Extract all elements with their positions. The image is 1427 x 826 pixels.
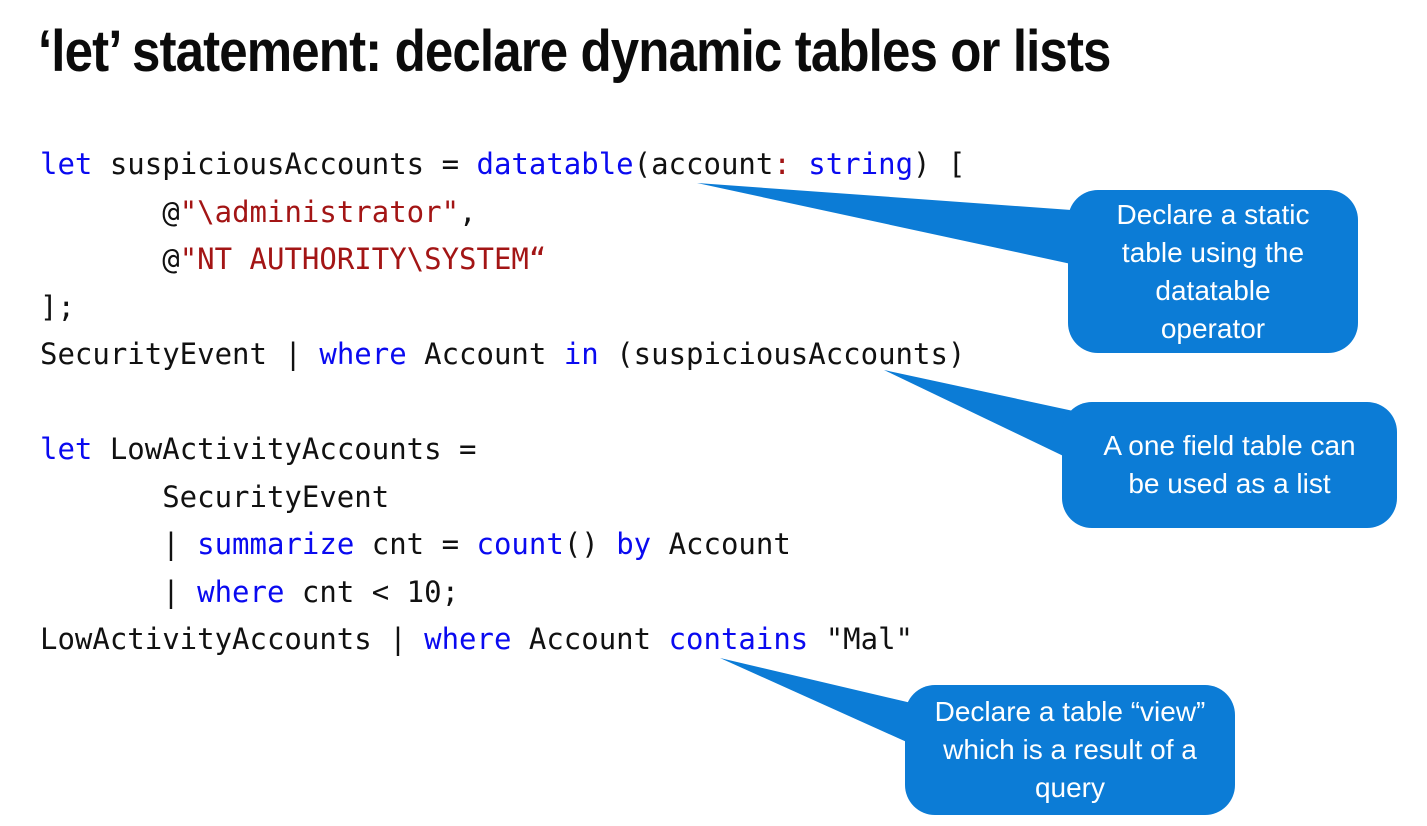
code-line: LowActivityAccounts | where Account cont… xyxy=(40,616,965,664)
code-line: | summarize cnt = count() by Account xyxy=(40,521,965,569)
code-segment: SecurityEvent | xyxy=(40,337,320,371)
slide-title: ‘let’ statement: declare dynamic tables … xyxy=(38,19,1111,84)
code-segment: @ xyxy=(40,194,180,229)
code-segment: "Mal" xyxy=(808,622,914,656)
code-segment: LowActivityAccounts | xyxy=(40,622,425,656)
code-line: let suspiciousAccounts = datatable(accou… xyxy=(40,141,965,189)
code-line: SecurityEvent xyxy=(40,474,965,522)
code-segment: | xyxy=(40,527,198,561)
code-segment: Account xyxy=(511,622,669,656)
code-segment: , xyxy=(459,194,477,229)
code-segment: "NT AUTHORITY\SYSTEM“ xyxy=(179,242,547,276)
code-segment: summarize xyxy=(197,527,355,561)
code-segment: in xyxy=(563,337,599,371)
code-segment: | xyxy=(40,574,198,609)
code-line xyxy=(40,379,965,427)
code-segment: : xyxy=(773,147,791,181)
code-segment: ]; xyxy=(40,289,75,324)
callout-list: A one field table can be used as a list xyxy=(1062,402,1397,528)
code-segment: count xyxy=(476,527,564,561)
callout-tail-view xyxy=(720,658,920,748)
callout-list-text: A one field table can be used as a list xyxy=(1103,430,1356,499)
code-block: let suspiciousAccounts = datatable(accou… xyxy=(40,141,965,664)
code-segment: where xyxy=(197,574,285,609)
code-segment: let xyxy=(40,147,93,181)
code-line: @"NT AUTHORITY\SYSTEM“ xyxy=(40,236,965,284)
code-segment: (suspiciousAccounts) xyxy=(598,337,966,371)
code-segment: (account xyxy=(633,147,774,181)
callout-view-text: Declare a table “view” which is a result… xyxy=(934,696,1206,803)
code-segment: Account xyxy=(651,527,791,561)
code-line: @"\administrator", xyxy=(40,189,965,237)
code-segment: contains xyxy=(668,622,809,656)
code-line: | where cnt < 10; xyxy=(40,569,965,617)
code-segment xyxy=(791,147,808,181)
code-segment: string xyxy=(808,147,914,181)
callout-datatable-text: Declare a static table using the datatab… xyxy=(1116,198,1310,344)
code-segment: cnt = xyxy=(354,527,477,561)
code-segment: where xyxy=(319,337,407,371)
code-segment: by xyxy=(616,527,652,561)
code-segment: suspiciousAccounts = xyxy=(92,147,477,181)
code-segment: "\administrator" xyxy=(179,194,460,229)
code-segment: ) [ xyxy=(913,147,966,181)
code-line: ]; xyxy=(40,284,965,332)
code-segment: LowActivityAccounts = xyxy=(92,432,477,466)
code-segment: @ xyxy=(40,242,180,276)
code-segment: let xyxy=(40,432,93,466)
code-segment: where xyxy=(424,622,512,656)
code-segment: () xyxy=(563,527,617,561)
code-line: let LowActivityAccounts = xyxy=(40,426,965,474)
code-segment: cnt < 10; xyxy=(284,574,460,609)
code-segment: Account xyxy=(406,337,564,371)
callout-view: Declare a table “view” which is a result… xyxy=(905,685,1235,815)
code-segment: SecurityEvent xyxy=(40,479,390,514)
code-line: SecurityEvent | where Account in (suspic… xyxy=(40,331,965,379)
callout-datatable: Declare a static table using the datatab… xyxy=(1068,190,1358,353)
code-segment: datatable xyxy=(476,147,634,181)
